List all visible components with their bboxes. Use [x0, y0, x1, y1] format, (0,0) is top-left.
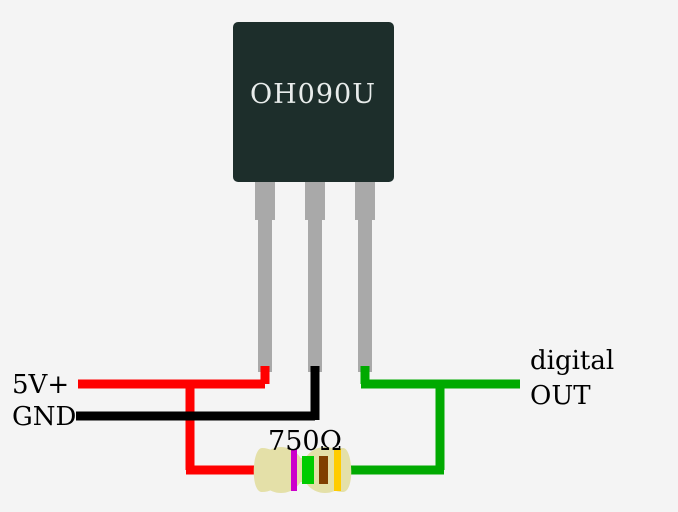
component-pins [255, 180, 375, 372]
pin-2-gnd [305, 180, 325, 372]
output-terminal-label-line2: OUT [530, 381, 591, 411]
sensor-body [233, 22, 394, 182]
power-wire [78, 366, 272, 475]
sensor-part-number: OH090U [250, 79, 376, 110]
resistor [253, 447, 352, 493]
ground-terminal-label: GND [12, 402, 76, 432]
pin-1-vcc [255, 180, 275, 372]
resistor-band-violet [291, 449, 297, 491]
ground-wire [76, 366, 320, 421]
output-wire [333, 366, 520, 475]
resistor-value-label: 750Ω [268, 426, 342, 457]
resistor-band-gold [334, 449, 341, 491]
pin-3-out [355, 180, 375, 372]
output-terminal-label-line1: digital [530, 346, 614, 376]
power-terminal-label: 5V+ [12, 370, 69, 400]
resistor-band-green [302, 456, 314, 484]
resistor-band-brown [319, 456, 328, 484]
